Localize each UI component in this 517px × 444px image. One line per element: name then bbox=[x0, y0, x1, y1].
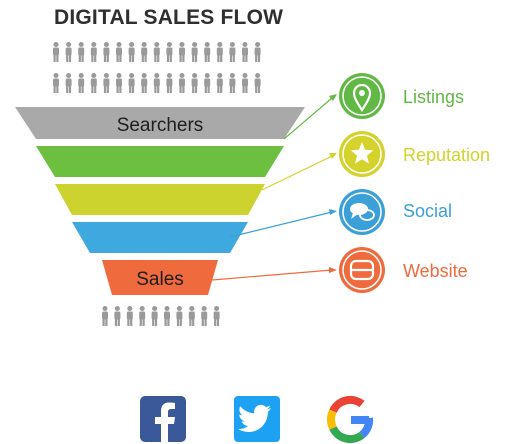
person-icon bbox=[153, 42, 160, 62]
diagram-title: DIGITAL SALES FLOW bbox=[54, 6, 284, 29]
person-icon bbox=[254, 73, 261, 93]
person-icon bbox=[141, 73, 148, 93]
person-icon bbox=[78, 42, 85, 62]
person-icon bbox=[65, 73, 72, 93]
person-icon bbox=[229, 42, 236, 62]
connector-reputation bbox=[261, 155, 333, 191]
person-icon bbox=[204, 42, 211, 62]
channel-label-website: Website bbox=[403, 261, 468, 281]
person-icon bbox=[128, 73, 135, 93]
person-icon bbox=[151, 306, 158, 326]
person-icon bbox=[179, 42, 185, 62]
person-icon bbox=[201, 306, 208, 326]
funnel-label-sales: Sales bbox=[136, 269, 184, 290]
person-icon bbox=[103, 42, 110, 62]
person-icon bbox=[166, 73, 173, 93]
person-icon bbox=[188, 306, 195, 326]
person-icon bbox=[191, 73, 198, 93]
person-icon bbox=[164, 306, 170, 326]
connector-listings bbox=[283, 97, 333, 140]
funnel-label-searchers: Searchers bbox=[117, 115, 204, 136]
person-icon bbox=[213, 306, 220, 326]
person-icon bbox=[204, 73, 211, 93]
funnel-band-blue bbox=[72, 222, 248, 253]
funnel-band-sales bbox=[102, 260, 218, 295]
person-icon bbox=[78, 73, 85, 93]
funnel-band-yellow bbox=[55, 184, 265, 215]
person-icon bbox=[254, 42, 261, 62]
person-icon bbox=[126, 306, 133, 326]
person-icon bbox=[90, 73, 97, 93]
person-icon bbox=[216, 73, 223, 93]
person-icon bbox=[139, 306, 146, 326]
website-icon bbox=[339, 247, 385, 293]
facebook-icon[interactable] bbox=[140, 396, 186, 442]
person-icon bbox=[103, 73, 110, 93]
person-icon bbox=[128, 42, 135, 62]
connector-social bbox=[229, 211, 333, 238]
person-icon bbox=[141, 42, 148, 62]
person-icon bbox=[216, 42, 223, 62]
funnel-band-searchers bbox=[15, 107, 305, 139]
connector-reputation-arrowhead bbox=[329, 153, 337, 159]
connector-website-arrowhead bbox=[329, 267, 337, 273]
person-icon bbox=[191, 42, 198, 62]
person-icon bbox=[153, 73, 160, 93]
person-icon bbox=[65, 42, 72, 62]
connector-listings-arrowhead bbox=[329, 94, 337, 101]
person-icon bbox=[166, 42, 173, 62]
person-icon bbox=[53, 42, 59, 62]
person-icon bbox=[242, 73, 248, 93]
person-icon bbox=[53, 73, 59, 93]
connector-website bbox=[211, 269, 333, 281]
person-icon bbox=[229, 73, 236, 93]
person-icon bbox=[90, 42, 97, 62]
map-pin-icon bbox=[339, 73, 385, 119]
google-icon[interactable] bbox=[327, 395, 374, 444]
person-icon bbox=[102, 306, 108, 326]
twitter-icon[interactable] bbox=[234, 396, 280, 442]
person-icon bbox=[116, 42, 122, 62]
people-row-bottom bbox=[102, 306, 220, 326]
chat-bubble-icon bbox=[339, 189, 385, 235]
person-icon bbox=[179, 73, 185, 93]
people-row-top-1 bbox=[53, 42, 261, 62]
people-row-top-2 bbox=[53, 73, 261, 93]
channel-label-social: Social bbox=[403, 201, 453, 221]
person-icon bbox=[116, 73, 122, 93]
funnel-band-green bbox=[36, 146, 284, 177]
star-icon bbox=[339, 131, 385, 177]
channel-label-listings: Listings bbox=[403, 87, 465, 107]
channel-label-reputation: Reputation bbox=[403, 145, 491, 165]
person-icon bbox=[242, 42, 248, 62]
connector-social-arrowhead bbox=[329, 209, 337, 215]
person-icon bbox=[176, 306, 183, 326]
person-icon bbox=[114, 306, 121, 326]
